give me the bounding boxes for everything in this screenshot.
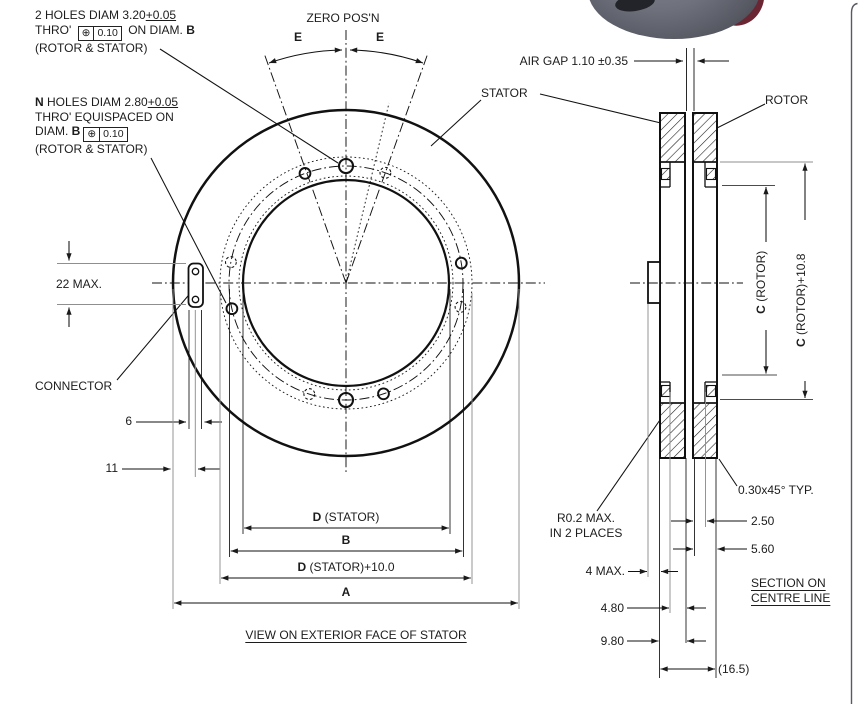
- note-n-holes-line3: DIAM. B⊕0.10: [35, 124, 178, 142]
- connector-section: [647, 261, 661, 304]
- note-n-holes-line2: THRO' EQUISPACED ON: [35, 109, 174, 124]
- view-title: VIEW ON EXTERIOR FACE OF STATOR: [245, 628, 467, 642]
- section-title: SECTION ON CENTRE LINE: [751, 576, 831, 605]
- page-border: [850, 2, 858, 704]
- dim-d-stator-plus10-label: D (STATOR)+10.0: [297, 560, 395, 574]
- note-2-holes-line3: (ROTOR & STATOR): [35, 40, 148, 55]
- max-22-label: 22 MAX.: [56, 277, 103, 291]
- rotor-label: ROTOR: [765, 93, 809, 107]
- air-gap-label: AIR GAP 1.10 ±0.35: [519, 54, 628, 68]
- dim-6-label: 6: [125, 414, 132, 428]
- bolt-holes: [224, 157, 468, 409]
- dim-165-label: (16.5): [718, 662, 750, 676]
- position-tolerance-frame: ⊕0.10: [77, 25, 122, 41]
- connector-label: CONNECTOR: [35, 379, 113, 393]
- position-symbol-icon: ⊕: [83, 127, 101, 142]
- dim-c-rotor-label: C (ROTOR): [753, 250, 768, 314]
- chamfer-label: 0.30x45° TYP.: [738, 483, 814, 497]
- exterior-view: [57, 30, 545, 609]
- radius-note-label: R0.2 MAX. IN 2 PLACES: [549, 511, 623, 540]
- dim-480-label: 4.80: [600, 601, 624, 615]
- position-tolerance-frame: ⊕0.10: [83, 127, 128, 142]
- dim-250-label: 2.50: [751, 514, 775, 528]
- angle-e-right-label: E: [375, 30, 384, 44]
- dim-980-label: 9.80: [600, 634, 624, 648]
- note-2-holes: 2 HOLES DIAM 3.20+0.05 THRO' ⊕0.10 ON DI…: [35, 8, 195, 55]
- dim-11-label: 11: [105, 461, 118, 475]
- note-2-holes-line1: 2 HOLES DIAM 3.20+0.05: [35, 8, 177, 22]
- dim-b-label: B: [341, 533, 351, 547]
- note-n-holes-line1: N HOLES DIAM 2.80+0.05: [35, 95, 179, 109]
- dim-c-rotor-plus10-label: C (ROTOR)+10.8: [793, 253, 808, 347]
- angle-e-left-label: E: [293, 30, 302, 44]
- connector-outline: [187, 262, 204, 308]
- zero-position-label: ZERO POS'N: [306, 11, 380, 25]
- section-view: [539, 48, 813, 678]
- dim-d-stator-label: D (STATOR): [312, 510, 380, 524]
- dim-a-label: A: [341, 585, 351, 599]
- note-n-holes: N HOLES DIAM 2.80+0.05 THRO' EQUISPACED …: [35, 95, 178, 157]
- dim-4max-label: 4 MAX.: [585, 564, 625, 578]
- dim-560-label: 5.60: [751, 542, 775, 556]
- note-2-holes-line2: THRO' ⊕0.10 ON DIAM. B: [35, 22, 195, 41]
- position-symbol-icon: ⊕: [77, 25, 95, 41]
- stator-label: STATOR: [481, 86, 528, 100]
- note-n-holes-line4: (ROTOR & STATOR): [35, 142, 148, 156]
